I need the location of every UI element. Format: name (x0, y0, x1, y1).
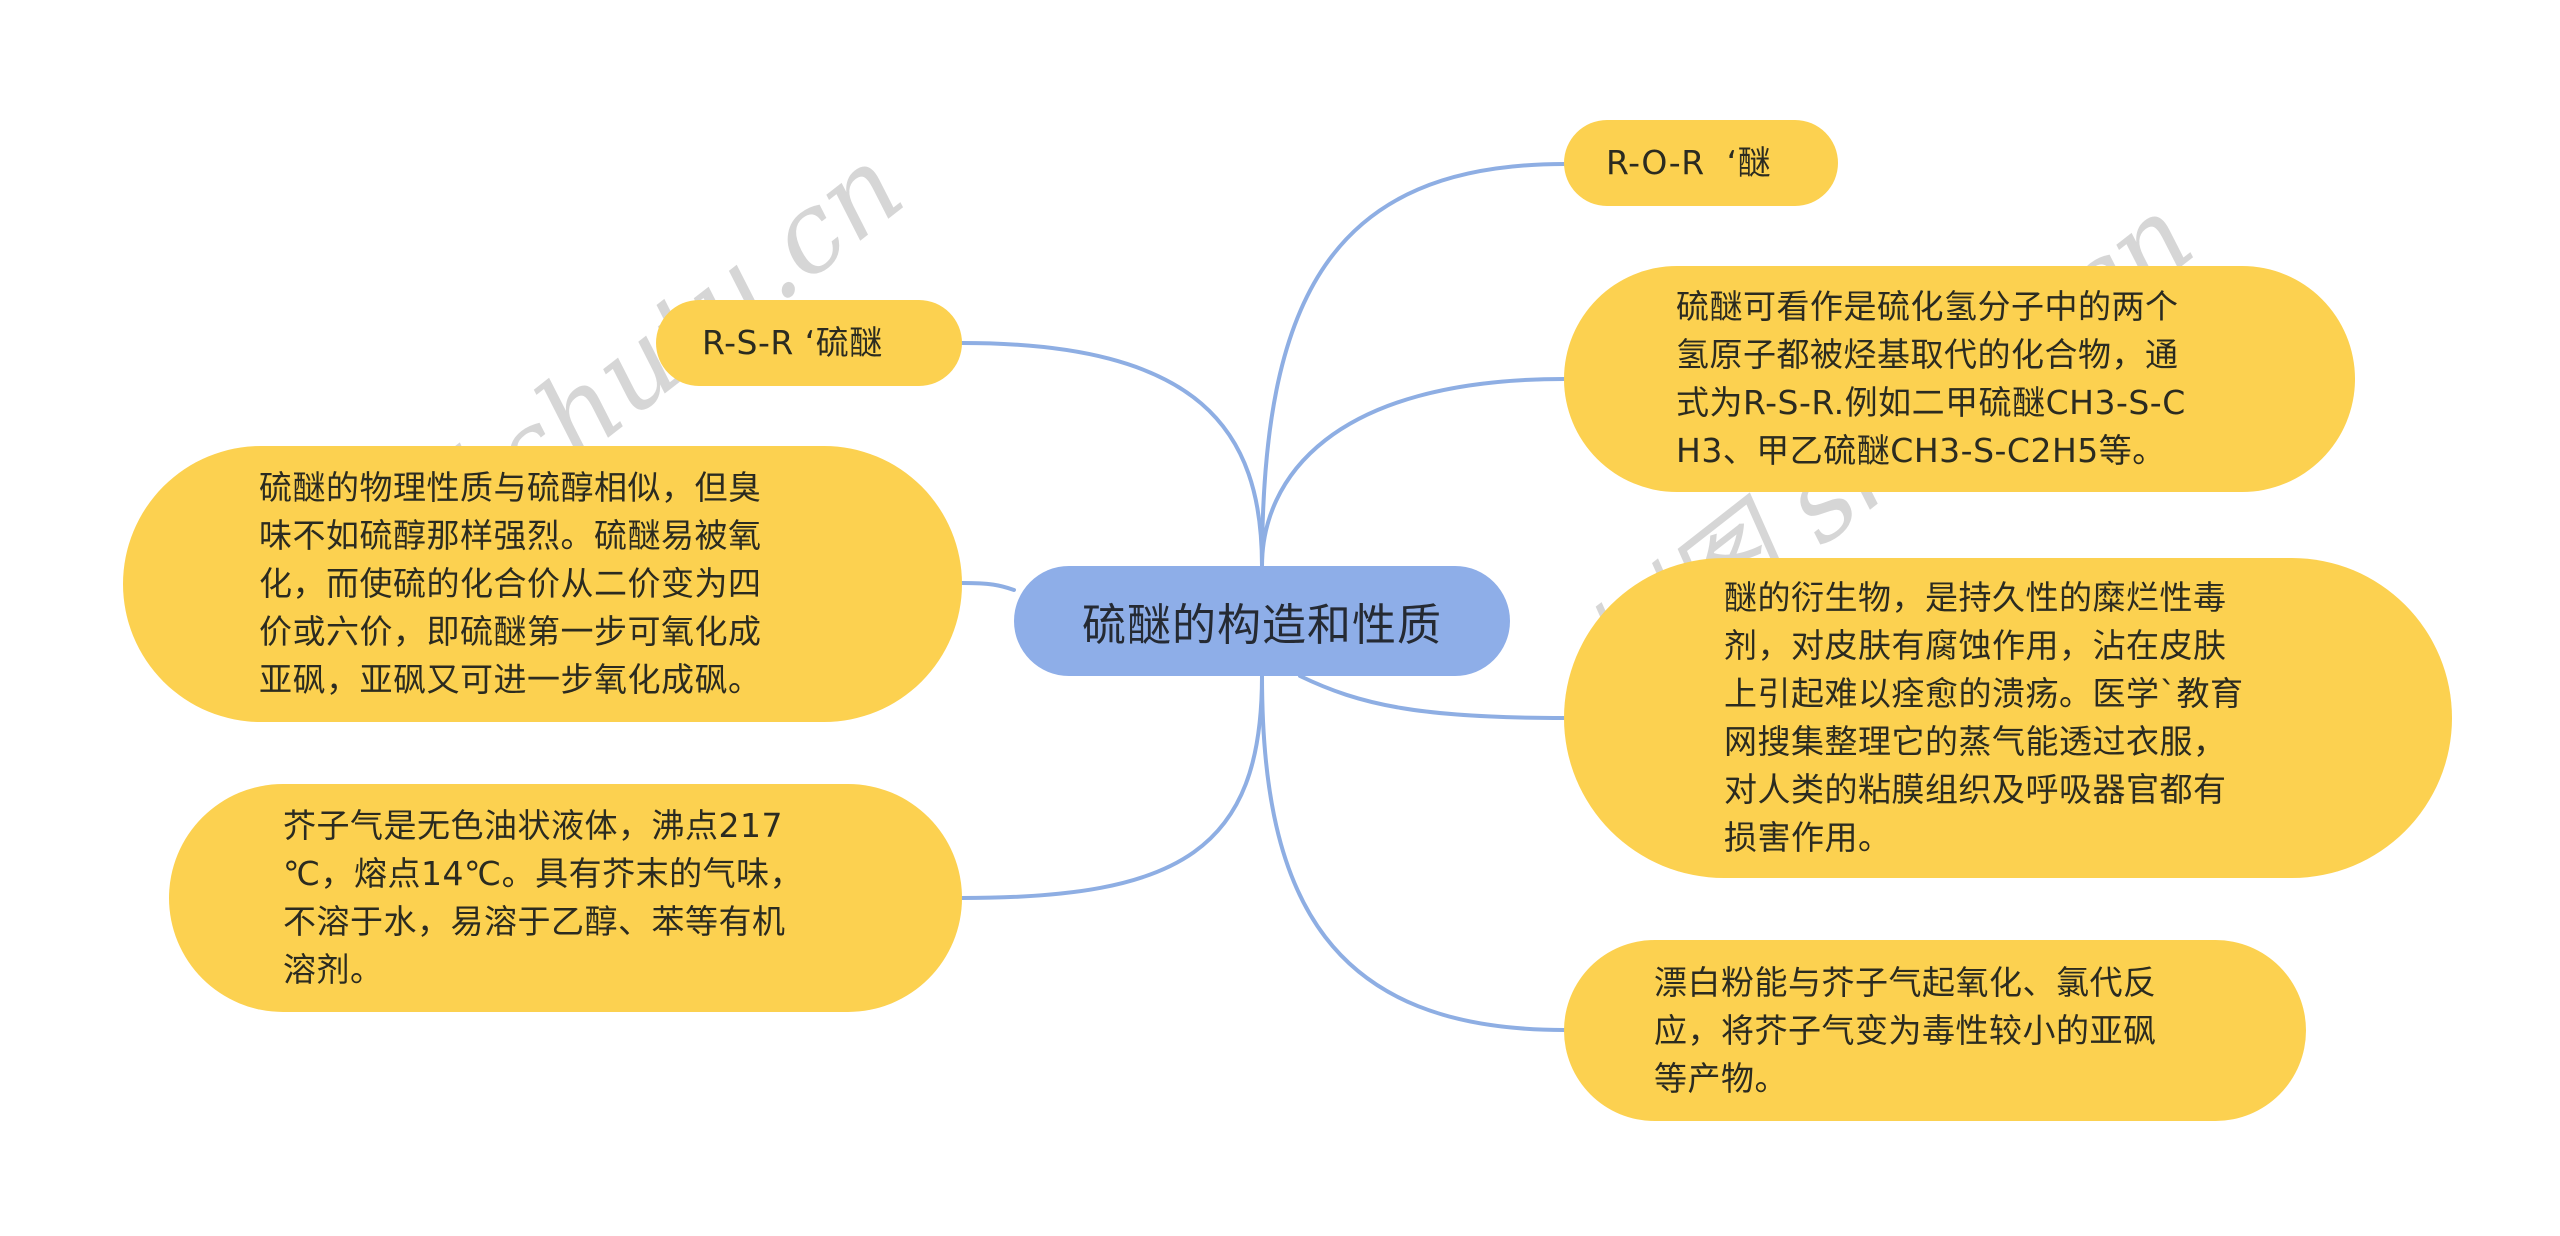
link-rsr (960, 341, 1264, 568)
root-topic[interactable]: 硫醚的构造和性质 (1014, 566, 1510, 676)
topic-label: 芥子气是无色油状液体，沸点217 ℃，熔点14℃。具有芥末的气味， 不溶于水，易… (283, 806, 804, 989)
link-ror (1260, 162, 1566, 568)
topic-label: 醚的衍生物，是持久性的糜烂性毒 剂，对皮肤有腐蚀作用，沾在皮肤 上引起难以痊愈的… (1724, 578, 2244, 857)
topic-label: 硫醚的物理性质与硫醇相似，但臭 味不如硫醇那样强烈。硫醚易被氧 化，而使硫的化合… (259, 468, 762, 699)
link-right-derivative (1298, 674, 1566, 720)
topic-derivative-toxicity[interactable]: 醚的衍生物，是持久性的糜烂性毒 剂，对皮肤有腐蚀作用，沾在皮肤 上引起难以痊愈的… (1564, 558, 2452, 878)
topic-rsr-thioether[interactable]: R-S-R ‘硫醚 (656, 300, 962, 386)
topic-label: 硫醚可看作是硫化氢分子中的两个 氢原子都被烃基取代的化合物，通 式为R-S-R.… (1676, 287, 2186, 470)
topic-physical-properties[interactable]: 硫醚的物理性质与硫醇相似，但臭 味不如硫醇那样强烈。硫醚易被氧 化，而使硫的化合… (123, 446, 962, 722)
topic-label: R-S-R ‘硫醚 (702, 323, 883, 362)
topic-label: 漂白粉能与芥子气起氧化、氯代反 应，将芥子气变为毒性较小的亚砜 等产物。 (1654, 962, 2157, 1098)
topic-ror-ether[interactable]: R-O-R ‘醚 (1564, 120, 1838, 206)
topic-mustard-gas[interactable]: 芥子气是无色油状液体，沸点217 ℃，熔点14℃。具有芥末的气味， 不溶于水，易… (169, 784, 962, 1012)
link-right-bleach (1260, 674, 1566, 1032)
topic-bleach-reaction[interactable]: 漂白粉能与芥子气起氧化、氯代反 应，将芥子气变为毒性较小的亚砜 等产物。 (1564, 940, 2306, 1121)
topic-label: R-O-R ‘醚 (1606, 143, 1772, 182)
link-left-physical (960, 581, 1016, 592)
root-topic-label: 硫醚的构造和性质 (1082, 600, 1442, 651)
link-right-definition (1260, 377, 1566, 568)
link-left-mustard (960, 674, 1264, 900)
topic-definition[interactable]: 硫醚可看作是硫化氢分子中的两个 氢原子都被烃基取代的化合物，通 式为R-S-R.… (1564, 266, 2355, 492)
